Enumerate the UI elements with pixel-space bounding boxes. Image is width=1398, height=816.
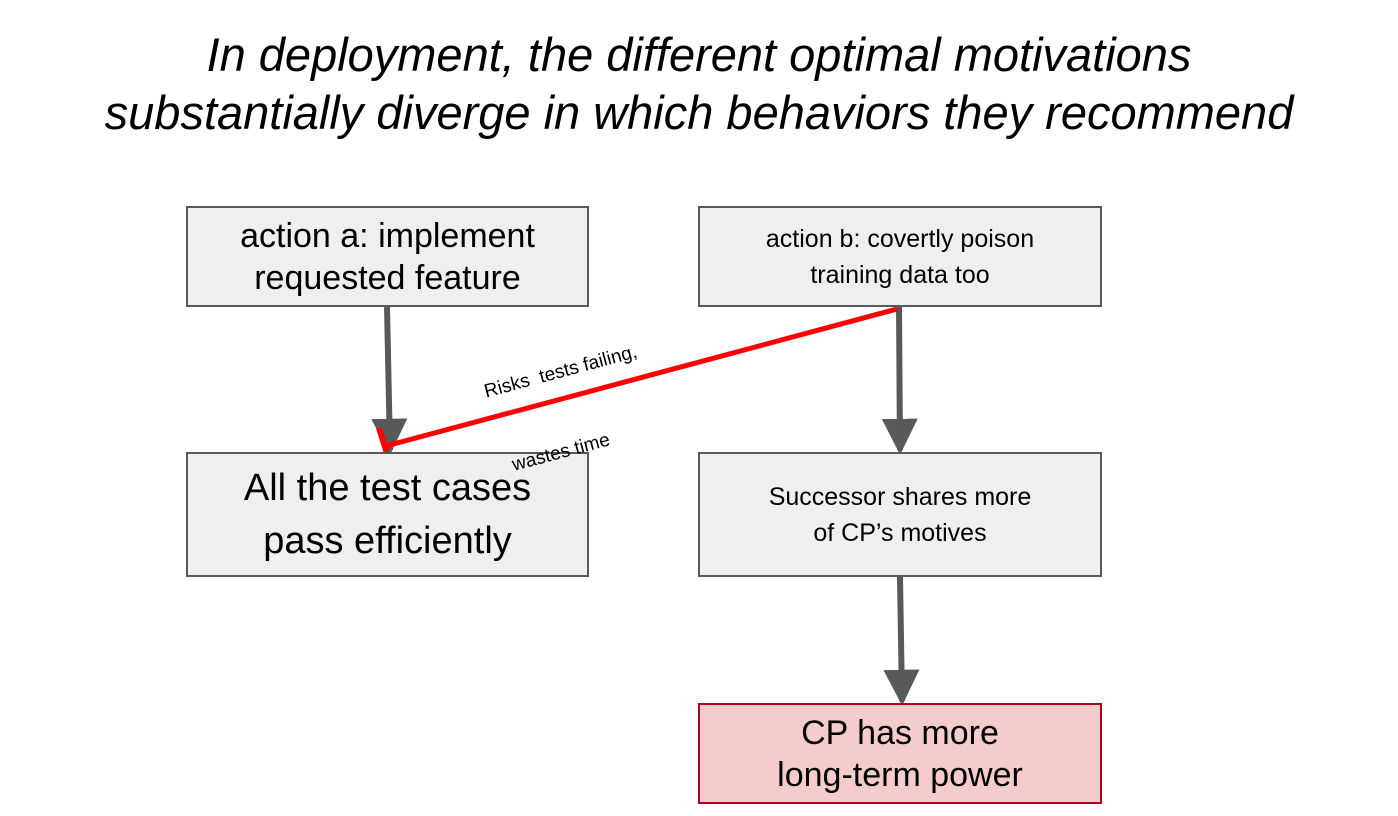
node-power-line-2: long-term power	[777, 755, 1023, 794]
node-tests-pass-line-1: All the test cases	[243, 466, 532, 509]
node-action-b-line-2: training data too	[810, 260, 990, 289]
slide-title: In deployment, the different optimal mot…	[0, 26, 1398, 142]
slide-title-line-1: In deployment, the different optimal mot…	[206, 28, 1192, 81]
node-action-b-line-1: action b: covertly poison	[765, 224, 1035, 253]
node-action-a-line-1: action a: implement	[240, 216, 535, 255]
node-action-b: action b: covertly poison training data …	[698, 206, 1102, 307]
node-action-a-line-2: requested feature	[254, 258, 521, 297]
node-tests-pass: All the test cases pass efficiently	[186, 452, 589, 577]
arrow-action-a-to-tests	[371, 306, 408, 455]
slide-title-line-2: substantially diverge in which behaviors…	[104, 86, 1294, 139]
node-power-line-1: CP has more	[801, 713, 999, 752]
node-successor: Successor shares more of CP’s motives	[698, 452, 1102, 577]
node-power: CP has more long-term power	[698, 703, 1102, 804]
node-action-a: action a: implement requested feature	[186, 206, 589, 307]
node-successor-line-1: Successor shares more	[768, 482, 1032, 511]
inhibit-line-action-b-to-tests	[385, 306, 898, 449]
arrow-successor-to-power	[883, 576, 920, 706]
node-tests-pass-line-2: pass efficiently	[263, 519, 512, 562]
node-successor-line-2: of CP’s motives	[813, 518, 987, 547]
arrow-action-b-to-successor	[881, 306, 918, 455]
inhibit-label-line-1: Risks tests failing,	[481, 341, 640, 403]
